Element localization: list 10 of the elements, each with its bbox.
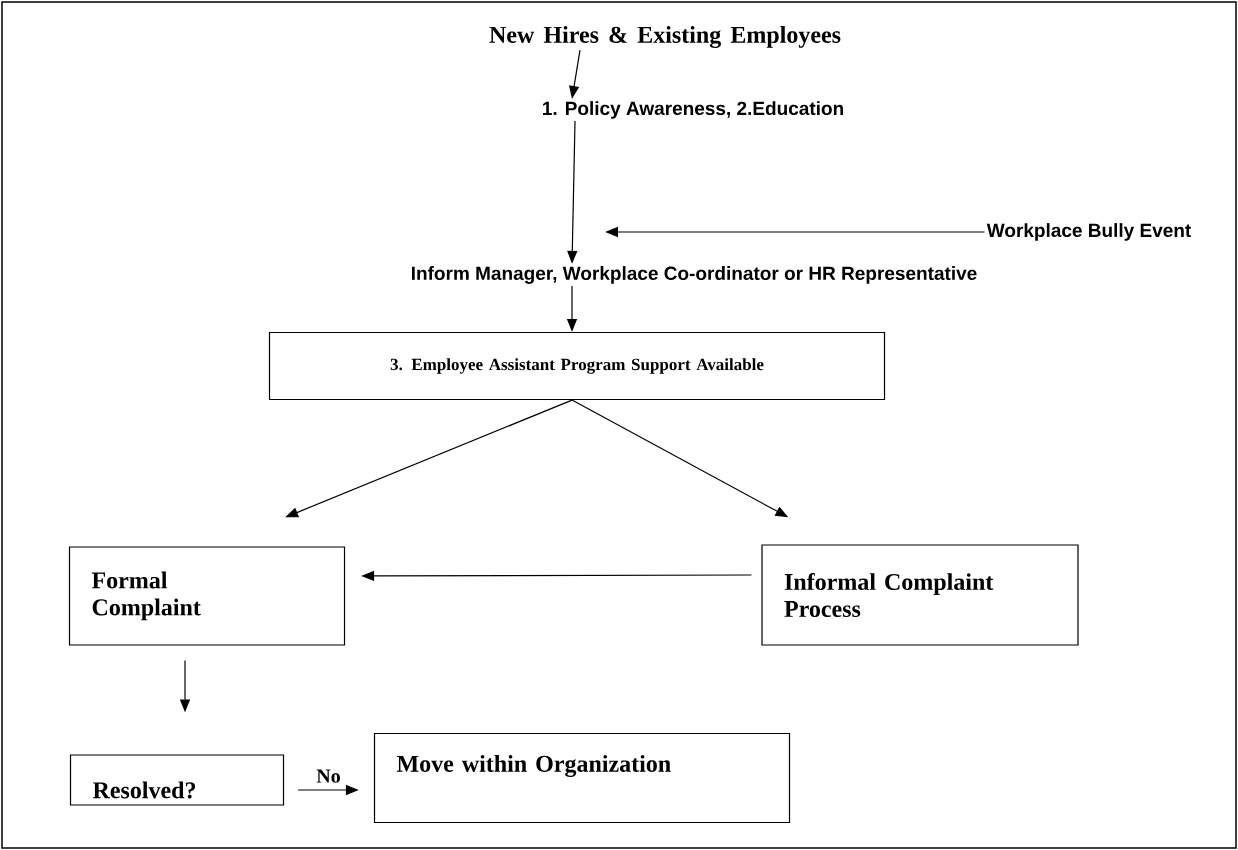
process-box: 3. Employee Assistant Program Support Available (268, 331, 886, 401)
flow-text: Workplace Bully Event (986, 223, 1191, 241)
flow-text: Inform Manager, Workplace Co-ordinator or HR Representative (412, 266, 977, 284)
edge-label: No (315, 768, 342, 784)
flow-text: New Hires & Existing Employees (489, 26, 841, 48)
process-box: Formal Complaint (68, 546, 346, 646)
process-box: Resolved? (69, 754, 285, 806)
process-box: Move within Organization (373, 732, 791, 824)
process-box: Informal Complaint Process (761, 544, 1079, 646)
flow-text: 1. Policy Awareness, 2.Education (543, 101, 843, 119)
